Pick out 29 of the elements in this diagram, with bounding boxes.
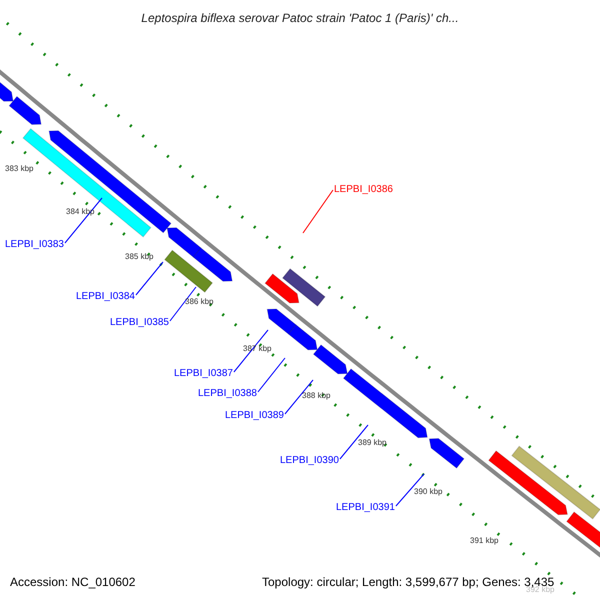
leader-line [135, 262, 164, 296]
summary-text: Topology: circular; Length: 3,599,677 bp; Genes: 3,435 [262, 576, 554, 588]
leader-line [257, 358, 286, 392]
gene-label: LEPBI_I0385 [110, 318, 169, 328]
tick-label: 392 kbp [526, 586, 554, 594]
leader-line [302, 190, 334, 234]
leader-line [64, 198, 102, 244]
tick-label: 391 kbp [470, 537, 498, 545]
gene-label: LEPBI_I0384 [76, 292, 135, 302]
leader-line [284, 380, 314, 414]
gene-label: LEPBI_I0383 [5, 240, 64, 250]
tick-label: 383 kbp [5, 165, 34, 173]
map-title: Leptospira biflexa serovar Patoc strain 'Patoc 1 (Paris)' ch... [140, 12, 460, 24]
tick-label: 390 kbp [414, 488, 442, 496]
tick-label: 389 kbp [358, 439, 386, 447]
gene-label: LEPBI_I0386 [334, 185, 393, 195]
gene-label: LEPBI_I0387 [174, 369, 233, 379]
gene-label: LEPBI_I0388 [198, 389, 257, 399]
tick-label: 385 kbp [125, 253, 154, 261]
accession-text: Accession: NC_010602 [10, 576, 136, 588]
gene-label: LEPBI_I0389 [225, 411, 284, 421]
gene-label: LEPBI_I0390 [280, 456, 339, 466]
leader-line [339, 424, 368, 460]
tick-label: 388 kbp [302, 392, 330, 400]
tick-label: 386 kbp [185, 298, 214, 306]
leader-line [233, 330, 268, 372]
leader-line [169, 286, 196, 322]
gene-label: LEPBI_I0391 [336, 503, 395, 513]
leader-line [395, 474, 424, 506]
